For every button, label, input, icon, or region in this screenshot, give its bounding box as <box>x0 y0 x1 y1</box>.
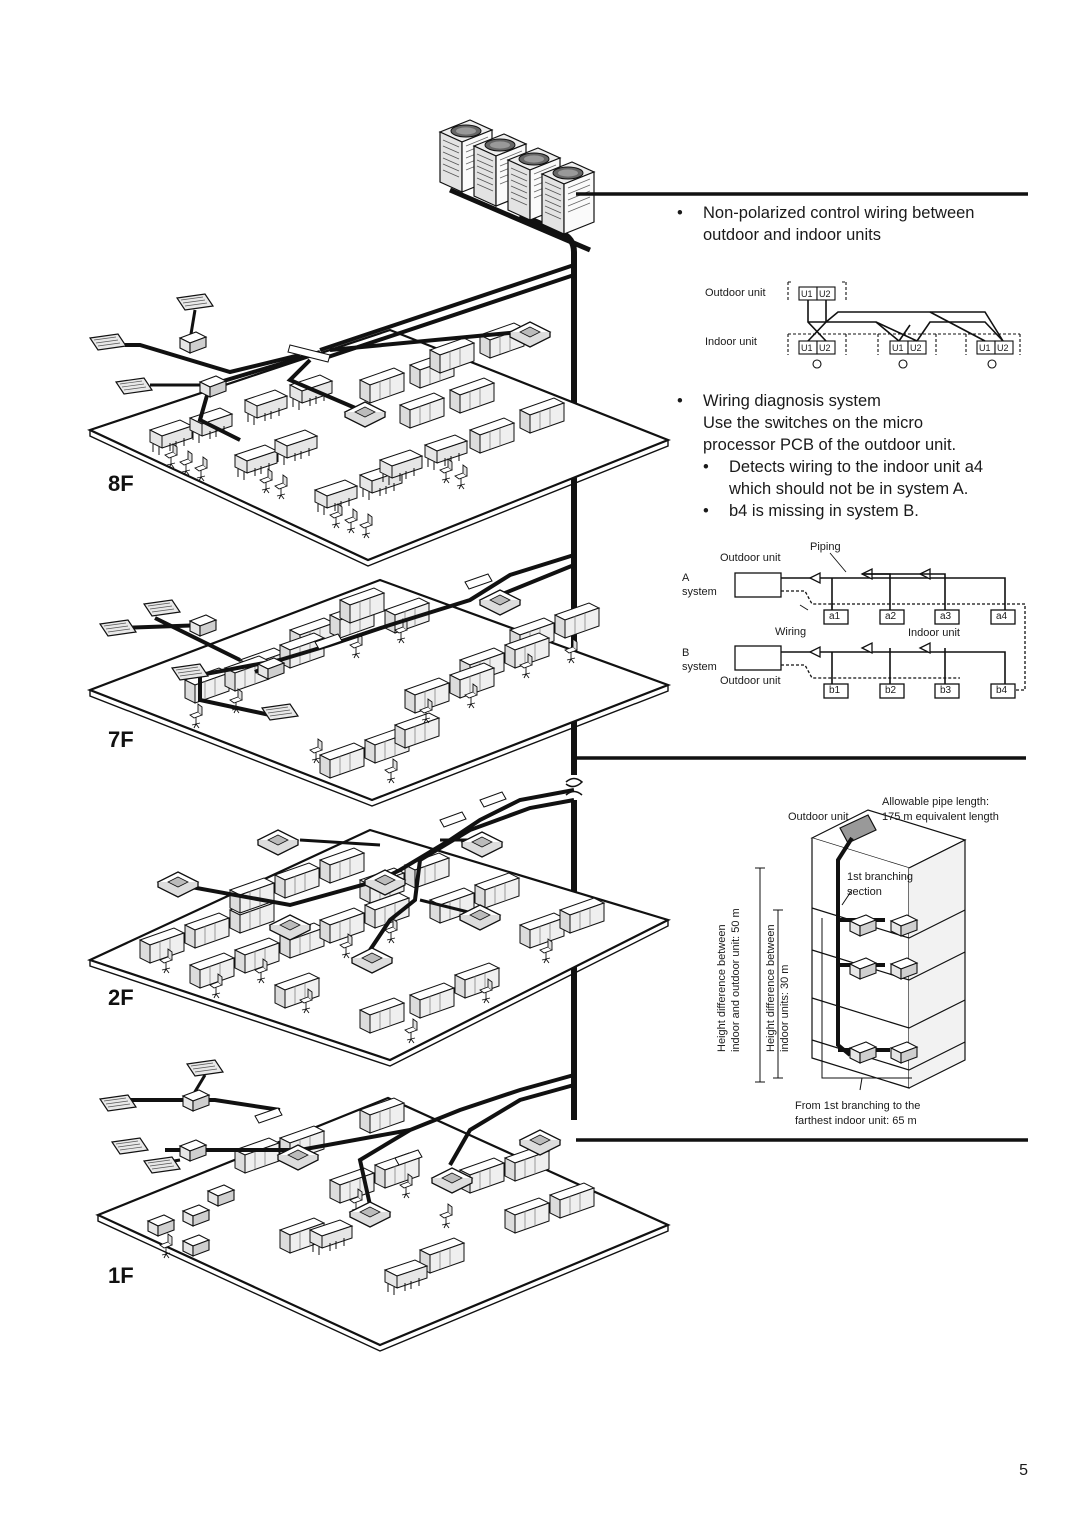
wiring-outdoor-label: Outdoor unit <box>705 287 766 299</box>
terminal-u2: U2 <box>819 343 831 353</box>
terminal-u2: U2 <box>997 343 1009 353</box>
terminal-u1: U1 <box>892 343 904 353</box>
wiring-title-line2: outdoor and indoor units <box>703 226 881 244</box>
bullet: • <box>703 458 709 476</box>
bullet: • <box>677 392 683 410</box>
unit-b3: b3 <box>940 685 952 696</box>
a-system-line2: system <box>682 586 717 598</box>
diagnosis-line2: processor PCB of the outdoor unit. <box>703 436 957 454</box>
height-outdoor-label: Height difference between indoor and out… <box>715 908 743 1052</box>
floor-1f-illustration <box>95 1059 671 1352</box>
terminal-u1: U1 <box>801 343 813 353</box>
b-system-label: B system <box>682 646 717 674</box>
branching-line1: 1st branching <box>847 871 914 883</box>
bullet: • <box>677 204 683 222</box>
page-number: 5 <box>1019 1462 1028 1479</box>
branching-line2: section <box>847 886 882 898</box>
allowable-line1: Allowable pipe length: <box>882 796 990 808</box>
diagnosis-schematic <box>734 552 1026 699</box>
floor-label-7f: 7F <box>108 727 134 752</box>
wiring-indoor-label: Indoor unit <box>705 336 757 348</box>
farthest-line1: From 1st branching to the <box>795 1100 921 1112</box>
unit-b4: b4 <box>996 685 1008 696</box>
floor-label-8f: 8F <box>108 471 134 496</box>
unit-b1: b1 <box>829 685 841 696</box>
a-system-line1: A <box>682 572 690 584</box>
piping-label: Piping <box>810 541 841 553</box>
allowable-pipe-length: Allowable pipe length: 175 m equivalent … <box>882 795 999 825</box>
terminal-u2: U2 <box>910 343 922 353</box>
a-system-label: A system <box>682 571 717 599</box>
b-system-line1: B <box>682 647 690 659</box>
wiring-title-line1: Non-polarized control wiring between <box>703 204 975 222</box>
height-outdoor-line2: indoor and outdoor unit: 50 m <box>730 908 742 1052</box>
floor-7f-illustration <box>86 553 672 807</box>
height-indoor-line2: indoor units: 30 m <box>779 964 791 1052</box>
diagnosis-outdoor-label-b: Outdoor unit <box>720 675 781 687</box>
terminal-u1: U1 <box>979 343 991 353</box>
diagnosis-indoor-label: Indoor unit <box>908 627 960 639</box>
farthest-label: From 1st branching to the farthest indoo… <box>795 1099 920 1129</box>
diagnosis-text: • Wiring diagnosis system Use the switche… <box>677 390 1077 522</box>
farthest-line2: farthest indoor unit: 65 m <box>795 1115 917 1127</box>
unit-a3: a3 <box>940 611 952 622</box>
diagnosis-line1: Use the switches on the micro <box>703 414 924 432</box>
unit-a2: a2 <box>885 611 897 622</box>
diagnosis-sub1-line2: which should not be in system A. <box>729 480 969 498</box>
branching-label: 1st branching section <box>847 870 913 900</box>
unit-a1: a1 <box>829 611 841 622</box>
unit-a4: a4 <box>996 611 1008 622</box>
height-indoor-line1: Height difference between <box>765 924 777 1052</box>
outdoor-unit-group <box>439 119 595 253</box>
floor-2f-illustration <box>87 788 671 1067</box>
diagnosis-title: Wiring diagnosis system <box>703 392 881 410</box>
pipe-outdoor-label: Outdoor unit <box>788 811 849 823</box>
terminal-u1: U1 <box>801 289 813 299</box>
allowable-line2: 175 m equivalent length <box>882 811 999 823</box>
unit-b2: b2 <box>885 685 897 696</box>
wiring-schematic <box>787 281 1021 369</box>
wiring-title: • Non-polarized control wiring between ou… <box>677 202 1077 246</box>
height-indoor-label: Height difference between indoor units: … <box>764 924 792 1052</box>
diagnosis-sub2: b4 is missing in system B. <box>729 502 919 520</box>
b-system-line2: system <box>682 661 717 673</box>
pipe-length-building <box>755 809 967 1091</box>
floor-8f-illustration <box>87 263 671 567</box>
diagnosis-outdoor-label: Outdoor unit <box>720 552 781 564</box>
floor-label-1f: 1F <box>108 1263 134 1288</box>
terminal-u2: U2 <box>819 289 831 299</box>
height-outdoor-line1: Height difference between <box>716 924 728 1052</box>
wiring-label: Wiring <box>775 626 807 638</box>
diagnosis-sub1-line1: Detects wiring to the indoor unit a4 <box>729 458 984 476</box>
floor-label-2f: 2F <box>108 985 134 1010</box>
bullet: • <box>703 502 709 520</box>
